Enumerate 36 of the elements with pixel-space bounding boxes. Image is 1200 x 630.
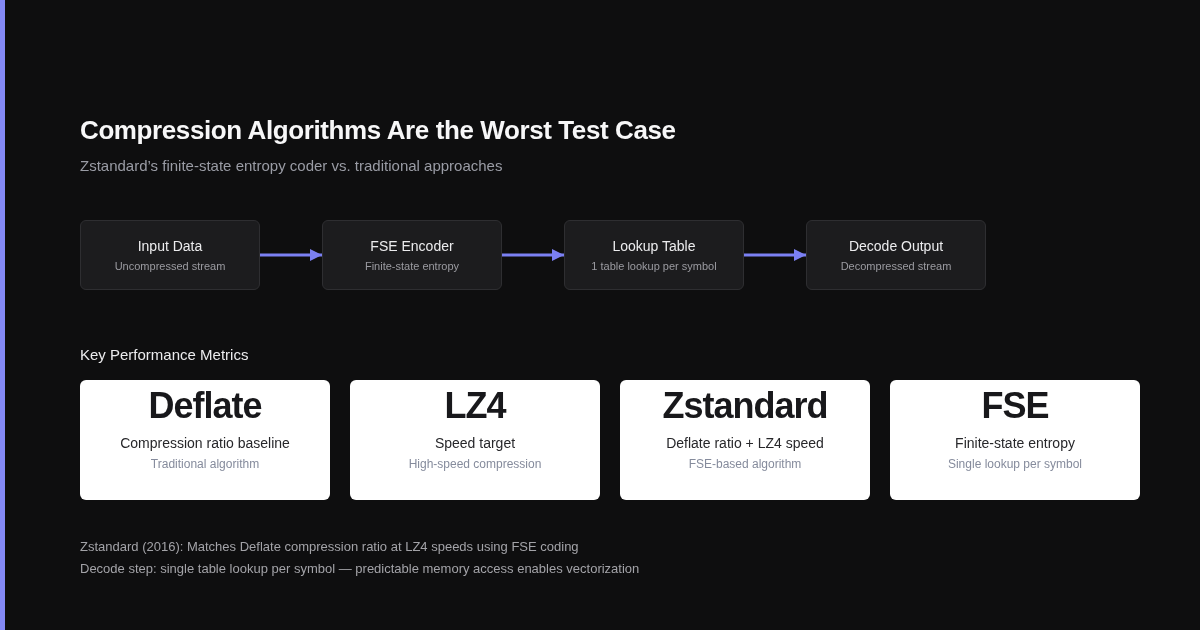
metric-description: Finite-state entropy xyxy=(955,434,1075,453)
metric-note: FSE-based algorithm xyxy=(688,456,802,472)
metric-note: Traditional algorithm xyxy=(150,456,260,472)
footnote: Decode step: single table lookup per symbol — predictable memory access enables vectorization xyxy=(80,560,640,578)
section-heading: Key Performance Metrics xyxy=(80,345,249,365)
subtitle: Zstandard’s finite-state entropy coder vs. traditional approaches xyxy=(80,156,503,176)
metric-description: Speed target xyxy=(434,434,516,453)
metric-note: High-speed compression xyxy=(408,456,542,472)
step-title: Input Data xyxy=(137,237,203,255)
step-description: Finite-state entropy xyxy=(364,259,460,273)
step-description: 1 table lookup per symbol xyxy=(591,259,717,273)
metric-note: Single lookup per symbol xyxy=(947,456,1083,472)
process-box xyxy=(564,220,744,290)
process-box xyxy=(806,220,986,290)
page-title: Compression Algorithms Are the Worst Test Case xyxy=(80,114,676,147)
algorithm-name: FSE xyxy=(981,384,1049,428)
arrow xyxy=(502,249,564,261)
algorithm-name: Zstandard xyxy=(662,384,828,428)
step-description: Uncompressed stream xyxy=(114,259,226,273)
algorithm-name: Deflate xyxy=(148,384,262,428)
arrow xyxy=(260,249,322,261)
metric-card xyxy=(620,380,870,500)
process-box xyxy=(80,220,260,290)
arrow xyxy=(744,249,806,261)
metric-description: Compression ratio baseline xyxy=(120,434,290,453)
metric-description: Deflate ratio + LZ4 speed xyxy=(666,434,824,453)
footnote: Zstandard (2016): Matches Deflate compression ratio at LZ4 speeds using FSE coding xyxy=(80,538,580,556)
algorithm-name: LZ4 xyxy=(444,384,506,428)
process-box xyxy=(322,220,502,290)
step-title: Decode Output xyxy=(848,237,944,255)
metric-card xyxy=(350,380,600,500)
step-title: FSE Encoder xyxy=(370,237,454,255)
metric-card xyxy=(890,380,1140,500)
step-description: Decompressed stream xyxy=(840,259,952,273)
step-title: Lookup Table xyxy=(612,237,696,255)
metric-card xyxy=(80,380,330,500)
